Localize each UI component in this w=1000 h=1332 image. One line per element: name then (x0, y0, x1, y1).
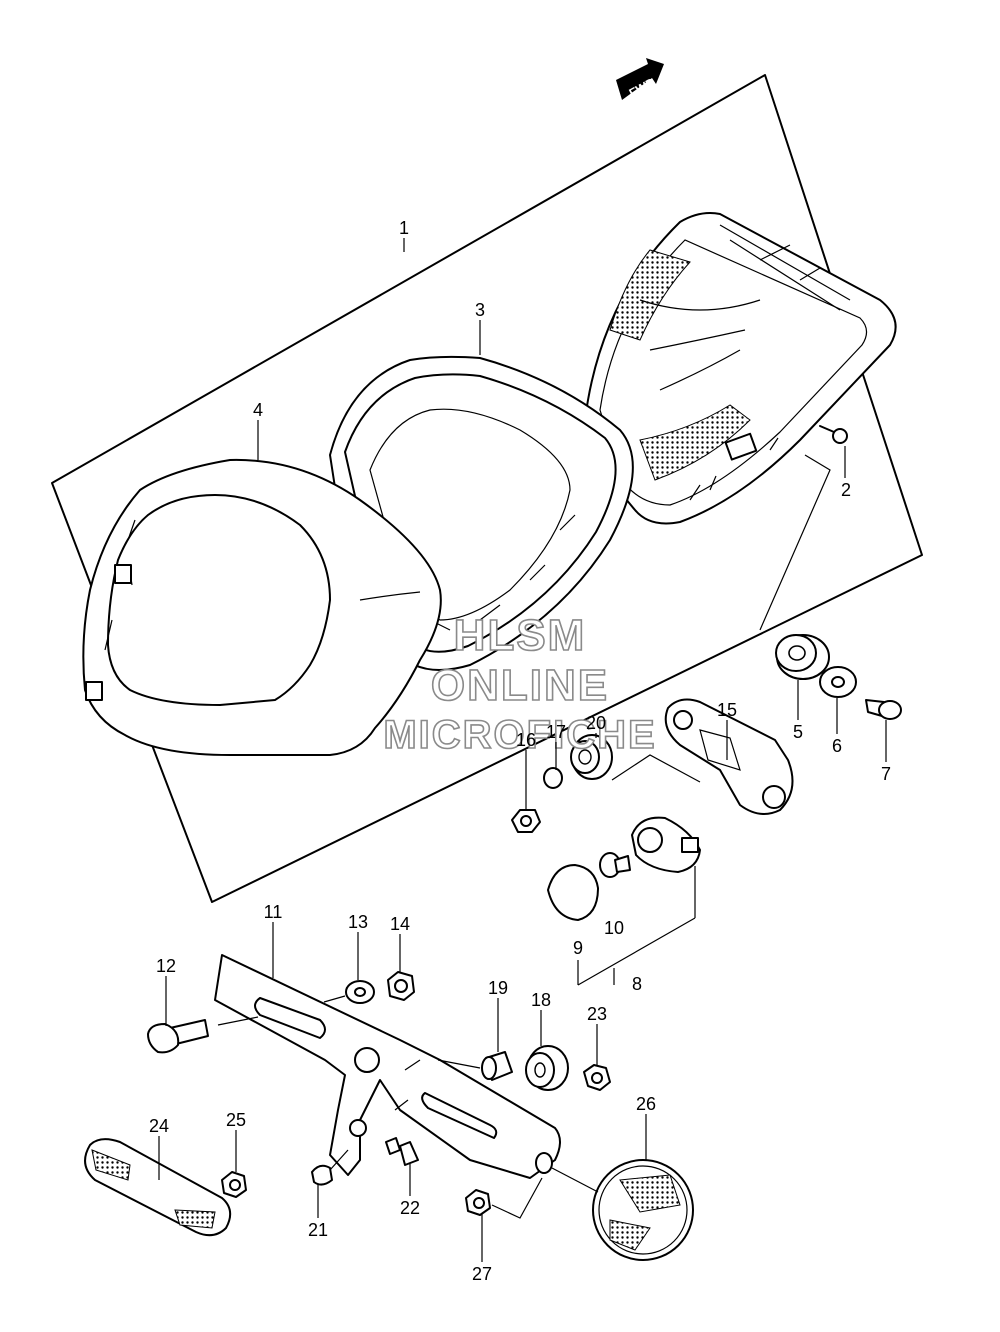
watermark-line2: ONLINE (431, 661, 609, 710)
part-24-reflector (84, 1138, 232, 1237)
callout-11: 11 (264, 902, 283, 922)
callout-6: 6 (832, 736, 842, 756)
callout-25: 25 (226, 1110, 246, 1130)
fwd-arrow-icon: FWD (616, 58, 664, 100)
callout-7: 7 (881, 764, 891, 784)
leader-13-11 (323, 995, 346, 1003)
part-26-reflector (592, 1159, 694, 1261)
callout-10: 10 (604, 918, 624, 938)
callout-19: 19 (488, 978, 508, 998)
callout-2: 2 (841, 480, 851, 500)
callout-labels: 1 2 3 4 5 6 7 8 9 10 11 12 13 14 15 16 1… (149, 218, 891, 1284)
callout-17: 17 (546, 722, 566, 742)
callout-13: 13 (348, 912, 368, 932)
part-2-screw (819, 425, 848, 444)
part-5-grommet (775, 634, 830, 680)
part-6-washer (819, 666, 857, 698)
part-13-washer (345, 980, 375, 1004)
part-15-bracket (664, 698, 794, 815)
leader-21 (329, 1149, 349, 1171)
callout-14: 14 (390, 914, 410, 934)
callout-5: 5 (793, 722, 803, 742)
leader-20-15 (611, 754, 701, 783)
leader-27 (491, 1177, 543, 1219)
leader-5-7 (759, 454, 831, 631)
watermark-line3: MICROFICHE (383, 713, 656, 757)
part-21-bolt (311, 1164, 333, 1186)
callout-4: 4 (253, 400, 263, 420)
callout-1: 1 (399, 218, 409, 238)
callout-16: 16 (516, 730, 536, 750)
leader-12-11 (217, 1016, 259, 1026)
callout-12: 12 (156, 956, 176, 976)
watermark: HLSM ONLINE MICROFICHE (383, 610, 656, 758)
callout-22: 22 (400, 1198, 420, 1218)
callout-26: 26 (636, 1094, 656, 1114)
callout-27: 27 (472, 1264, 492, 1284)
part-11-bracket (214, 954, 561, 1179)
watermark-line1: HLSM (454, 611, 587, 660)
part-18-grommet (525, 1045, 569, 1091)
callout-8: 8 (632, 974, 642, 994)
callout-24: 24 (149, 1116, 169, 1136)
part-10-socket (631, 816, 701, 873)
leader-26-11 (551, 1167, 599, 1193)
callout-23: 23 (587, 1004, 607, 1024)
callout-18: 18 (531, 990, 551, 1010)
leader-19-11 (437, 1059, 481, 1069)
part-10-bulb (599, 852, 631, 878)
callout-20: 20 (586, 713, 606, 733)
part-23-nut (583, 1064, 611, 1091)
part-25-nut (221, 1171, 247, 1198)
callout-3: 3 (475, 300, 485, 320)
part-16-nut (511, 809, 541, 833)
assembly-outline (51, 74, 923, 903)
part-22-bolt (385, 1137, 419, 1166)
part-1-lamp-housing (584, 212, 897, 525)
part-7-screw (865, 699, 902, 720)
part-17-collar (543, 767, 563, 789)
part-9-lens (547, 864, 599, 921)
part-19-collar (481, 1051, 513, 1081)
part-12-bolt (147, 1019, 209, 1054)
callout-9: 9 (573, 938, 583, 958)
callout-leaders (158, 238, 887, 1262)
part-4-lens-cover (82, 458, 442, 756)
leader-8 (577, 866, 696, 986)
callout-15: 15 (717, 700, 737, 720)
part-14-nut (387, 971, 415, 1001)
callout-21: 21 (308, 1220, 328, 1240)
part-27-nut (465, 1189, 491, 1216)
part-20-grommet (570, 734, 613, 780)
